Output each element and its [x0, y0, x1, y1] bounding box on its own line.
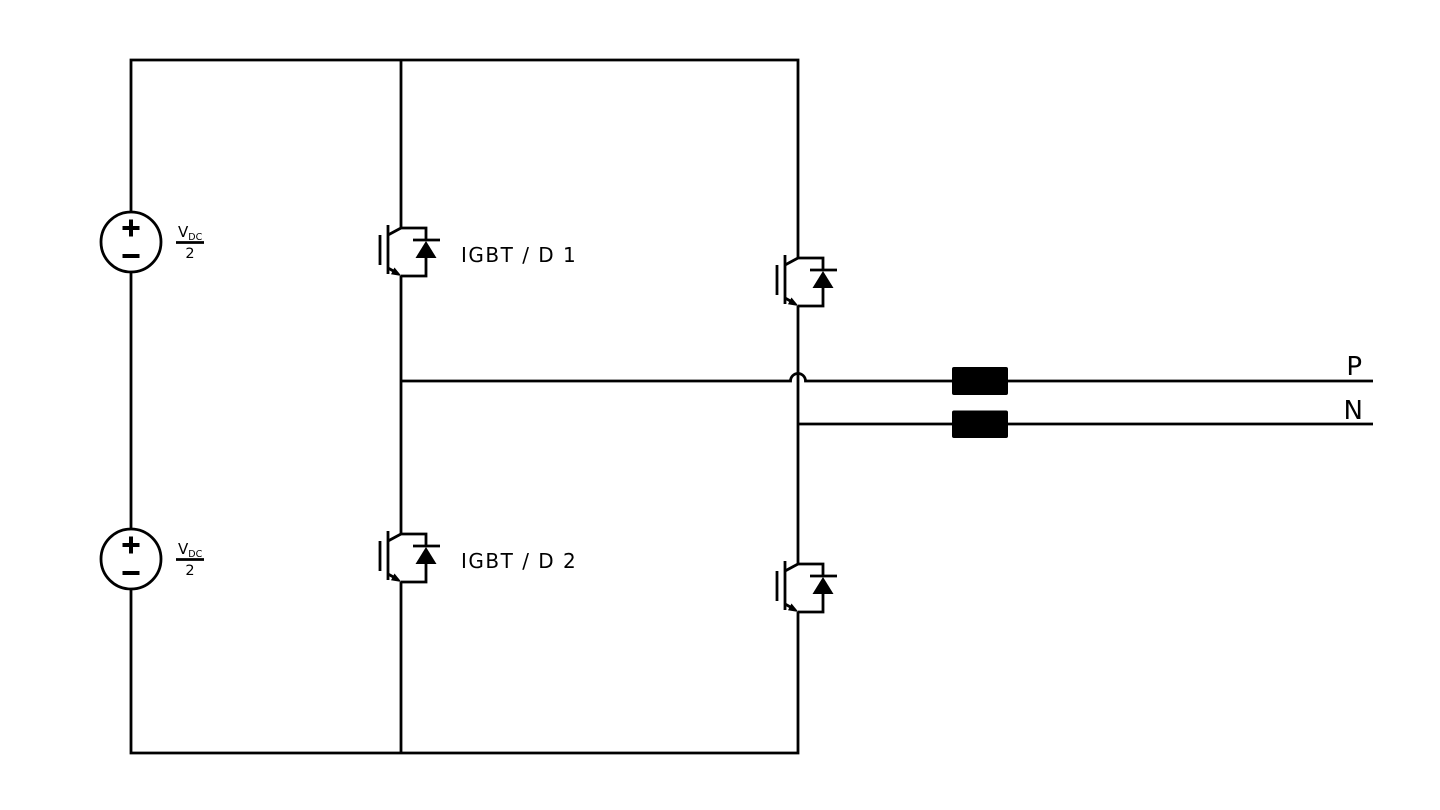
igbt-d2-label: IGBT / D 2: [461, 549, 577, 573]
output-n-label: N: [1344, 396, 1363, 426]
dc-source-icon: [99, 527, 163, 591]
dc-source-2-label: VDC 2: [176, 540, 204, 579]
source2-symbol: V: [178, 540, 189, 558]
p-line-block-icon: [952, 367, 1008, 395]
igbt-d1: IGBT / D 1: [378, 223, 577, 278]
igbt-right-top: [775, 253, 839, 308]
n-line-block-icon: [952, 410, 1008, 438]
output-p-label: P: [1346, 352, 1362, 382]
igbt-d1-label: IGBT / D 1: [461, 243, 577, 267]
svg-text:VDC: VDC: [178, 540, 203, 560]
source2-denominator: 2: [185, 563, 194, 579]
wire-top-bus: [129, 58, 800, 258]
source1-symbol: V: [178, 223, 189, 241]
igbt-diode-icon: [378, 223, 442, 278]
igbt-d2: IGBT / D 2: [378, 529, 577, 584]
wires: [129, 58, 1373, 755]
igbt-diode-icon: [775, 253, 839, 308]
igbt-diode-icon: [775, 559, 839, 614]
wire-output-p: [401, 372, 1373, 383]
igbt-diode-icon: [378, 529, 442, 584]
wire-bottom-bus: [129, 589, 800, 755]
source2-subscript: DC: [188, 549, 202, 560]
dc-source-1-label: VDC 2: [176, 223, 204, 262]
dc-source-1: VDC 2: [99, 210, 204, 274]
dc-source-2: VDC 2: [99, 527, 204, 591]
source1-subscript: DC: [188, 232, 202, 243]
dc-source-icon: [99, 210, 163, 274]
igbt-right-bottom: [775, 559, 839, 614]
source1-denominator: 2: [185, 246, 194, 262]
svg-text:VDC: VDC: [178, 223, 203, 243]
